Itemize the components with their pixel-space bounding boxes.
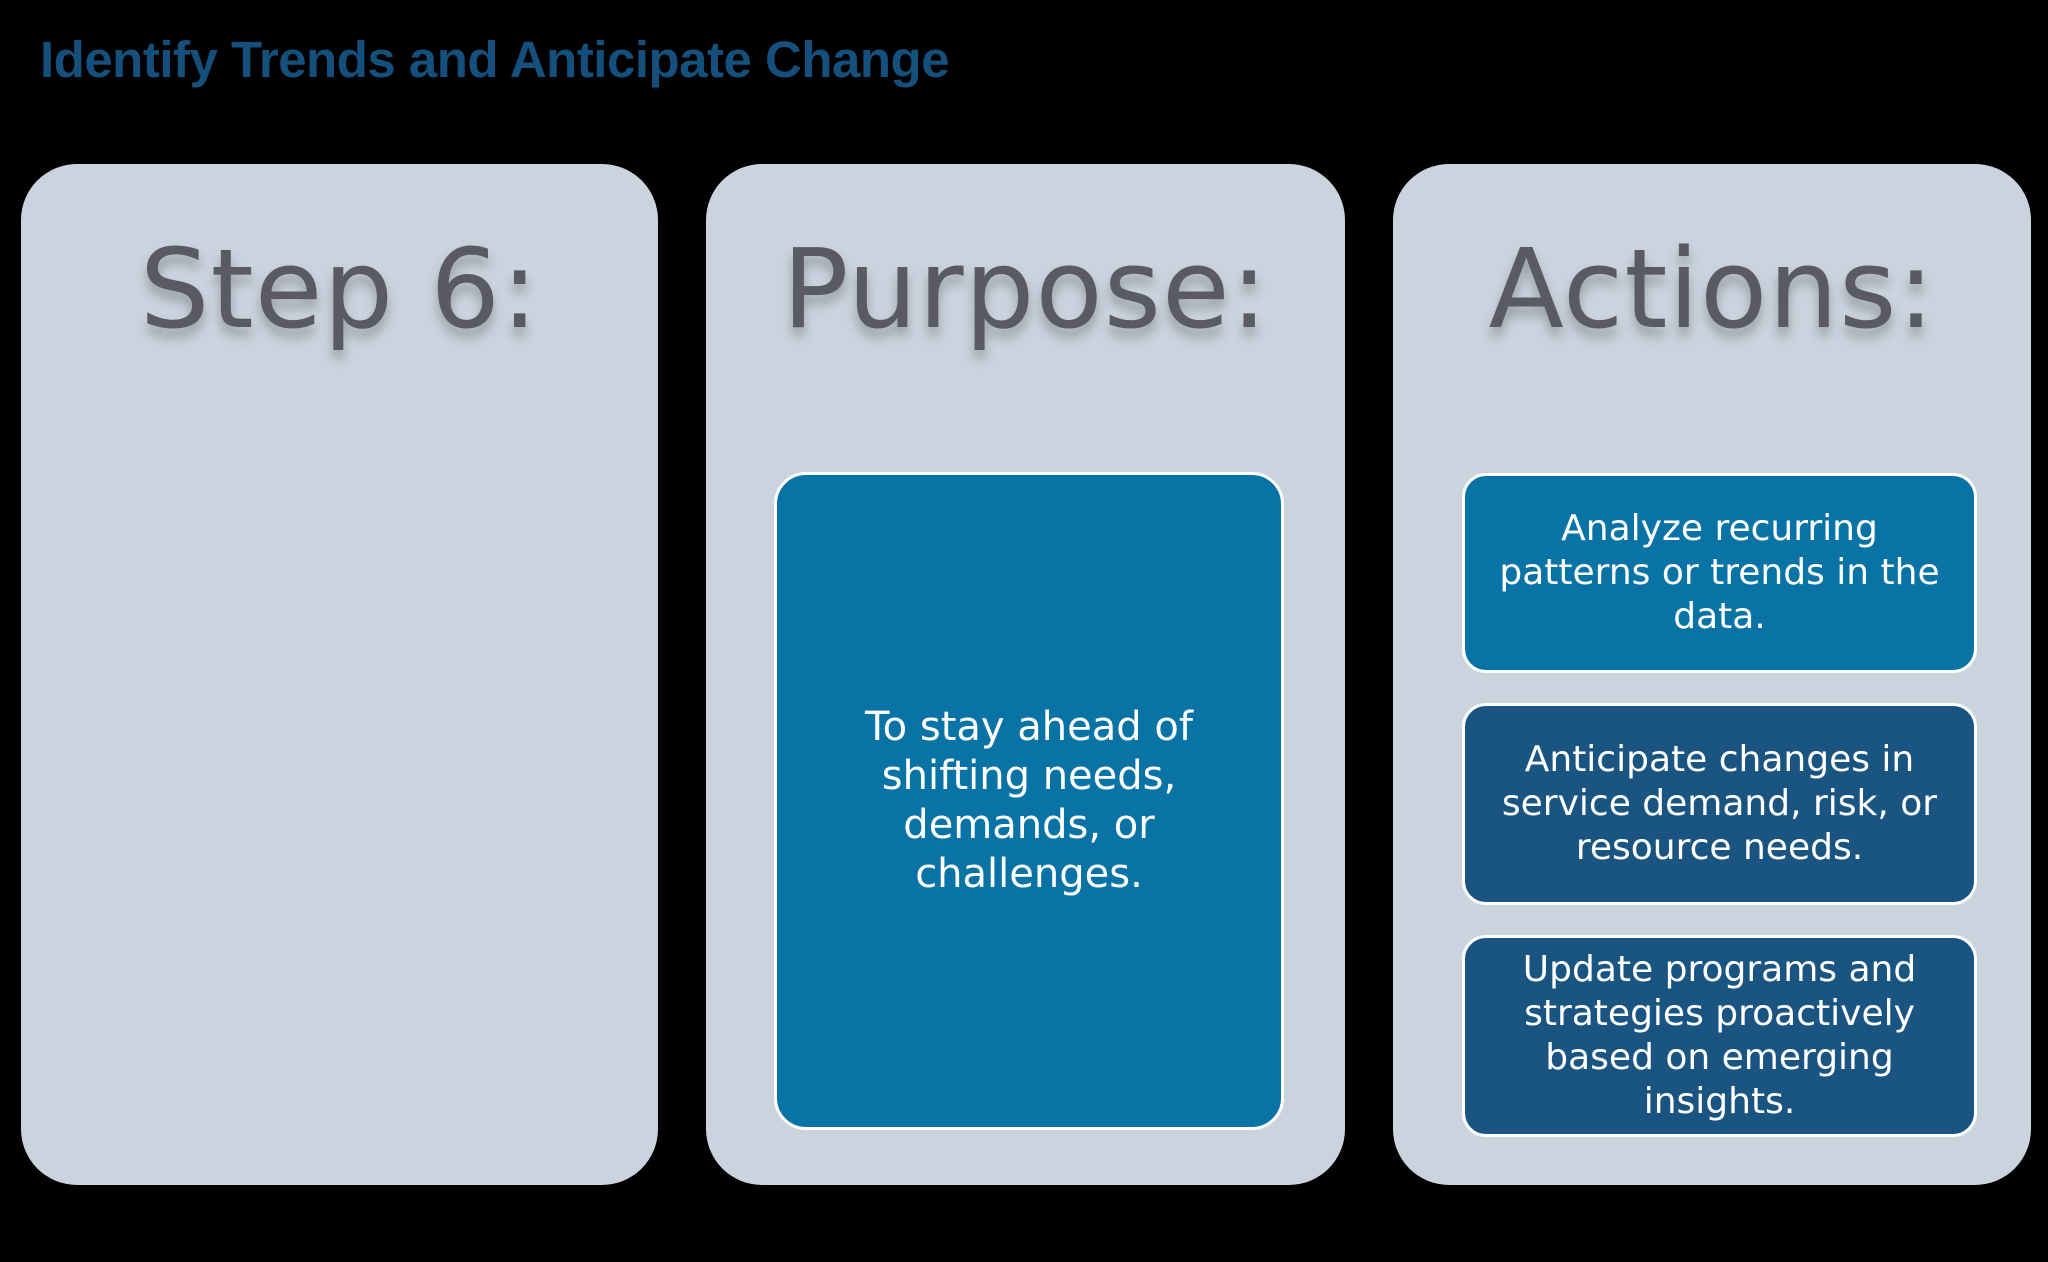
actions-card-heading: Actions: [1488,225,1936,353]
actions-card: Actions: Analyze recurring patterns or t… [1393,164,2031,1185]
action-item-box: Update programs and strategies proactive… [1462,935,1977,1137]
purpose-card: Purpose: To stay ahead of shifting needs… [706,164,1345,1185]
action-item-box: Analyze recurring patterns or trends in … [1462,473,1977,673]
slide-title: Identify Trends and Anticipate Change [40,31,950,88]
purpose-statement-box: To stay ahead of shifting needs, demands… [774,472,1284,1130]
purpose-card-heading: Purpose: [782,225,1269,353]
action-item-text: Analyze recurring patterns or trends in … [1499,508,1940,637]
action-item-text: Update programs and strategies proactive… [1522,949,1917,1122]
action-item-box: Anticipate changes in service demand, ri… [1462,703,1977,905]
step-card-heading: Step 6: [139,225,540,353]
step-card: Step 6: [21,164,658,1185]
action-item-text: Anticipate changes in service demand, ri… [1501,739,1938,868]
purpose-statement-text: To stay ahead of shifting needs, demands… [865,704,1193,897]
